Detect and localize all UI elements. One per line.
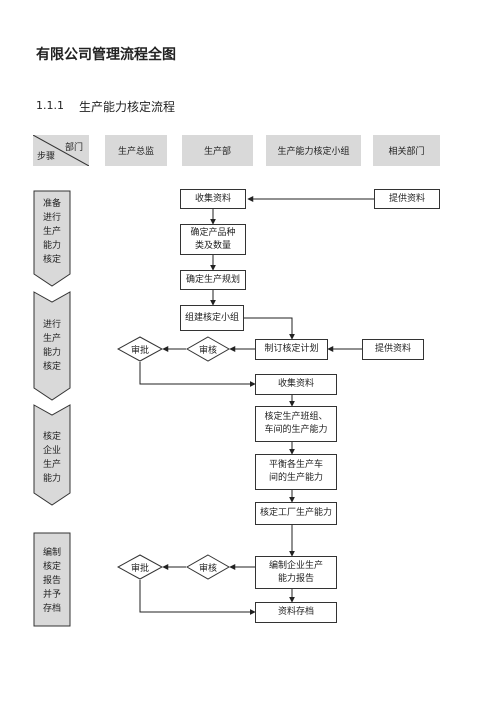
stage-label: 核定 企业 生产 能力 [42,432,61,484]
section-number: 1.1.1 [36,99,64,112]
stage-shape [33,532,71,627]
decision-approve-1: 审批 [117,336,163,362]
node-verify-team-capacity: 核定生产班组、 车间的生产能力 [255,406,337,442]
corner-label-step: 步骤 [37,152,56,162]
node-balance-workshop-capacity: 平衡各生产车 间的生产能力 [255,454,337,490]
node-archive-materials: 资料存档 [255,602,337,623]
stage-label: 编制 核定 报告 并予 存档 [42,548,61,614]
stage-conduct: 进行 生产 能力 核定 [33,291,71,401]
column-header-director: 生产总监 [105,135,167,166]
decision-label: 审批 [130,345,149,356]
node-collect-materials: 收集资料 [180,189,246,209]
decision-review-2: 审核 [186,554,230,580]
decision-label: 审核 [198,345,217,356]
node-make-verification-plan: 制订核定计划 [255,339,328,360]
stage-shape [33,190,71,287]
column-header-capacity-group: 生产能力核定小组 [266,135,361,166]
decision-label: 审核 [198,563,217,574]
stage-label: 进行 生产 能力 核定 [42,320,61,372]
stage-verify: 核定 企业 生产 能力 [33,404,71,506]
decision-review-1: 审核 [186,336,230,362]
column-header-related-dept: 相关部门 [373,135,440,166]
node-provide-materials-2: 提供资料 [362,339,424,360]
arrow-approve2-to-archive [139,580,256,615]
node-confirm-production-plan: 确定生产规划 [180,270,246,290]
column-header-production-dept: 生产部 [182,135,253,166]
corner-diagonal [33,135,89,166]
arrow-group-to-make-plan [244,317,295,340]
stage-report: 编制 核定 报告 并予 存档 [33,532,71,627]
stage-label: 准备 进行 生产 能力 核定 [42,199,61,265]
node-provide-materials: 提供资料 [374,189,440,209]
section-title: 生产能力核定流程 [79,100,176,114]
header-corner-cell: 部门 步骤 [33,135,89,166]
stage-prepare: 准备 进行 生产 能力 核定 [33,190,71,287]
diamond-shape [117,336,163,362]
stage-shape [33,291,71,401]
node-verify-factory-capacity: 核定工厂生产能力 [255,502,337,525]
page-title: 有限公司管理流程全图 [36,47,176,63]
decision-label: 审批 [130,563,149,574]
diamond-shape [117,554,163,580]
corner-label-department: 部门 [64,143,83,153]
node-collect-materials-2: 收集资料 [255,374,337,395]
decision-approve-2: 审批 [117,554,163,580]
diamond-shape [186,554,230,580]
node-confirm-product-types: 确定产品种 类及数量 [180,224,246,255]
node-compile-capacity-report: 编制企业生产 能力报告 [255,556,337,589]
stage-shape [33,404,71,506]
arrow-approve-to-collect2 [139,362,256,387]
node-form-verification-group: 组建核定小组 [180,305,244,331]
diamond-shape [186,336,230,362]
